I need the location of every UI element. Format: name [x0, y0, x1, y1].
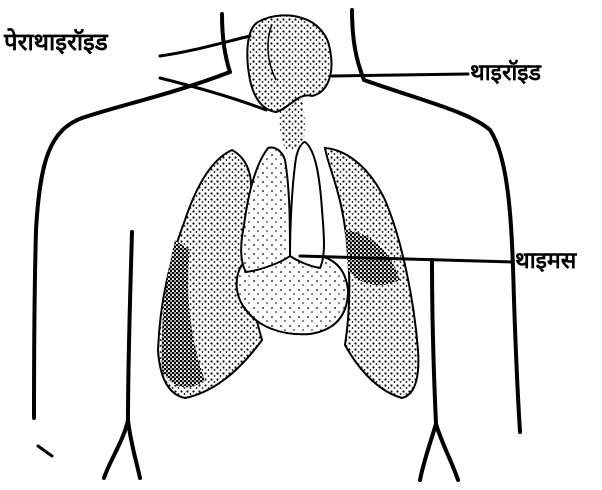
left-wrist-mark: [38, 446, 52, 456]
left-arm-inner-line-2: [128, 420, 140, 478]
parathyroid-leader-1: [160, 36, 250, 56]
parathyroid-label: पेराथाइरॉइड: [4, 30, 108, 54]
right-arm-inner-line: [420, 260, 436, 480]
thyroid-gland: [247, 15, 331, 112]
thyroid-leader: [332, 74, 468, 76]
right-arm-inner-line-2: [436, 424, 458, 480]
thyroid-label: थाइरॉइड: [470, 62, 541, 85]
thymus-left-lobe: [241, 148, 290, 273]
thymus-label: थाइमस: [515, 250, 576, 273]
thymus-right-lobe: [290, 142, 324, 268]
left-arm-inner-line: [104, 232, 132, 478]
